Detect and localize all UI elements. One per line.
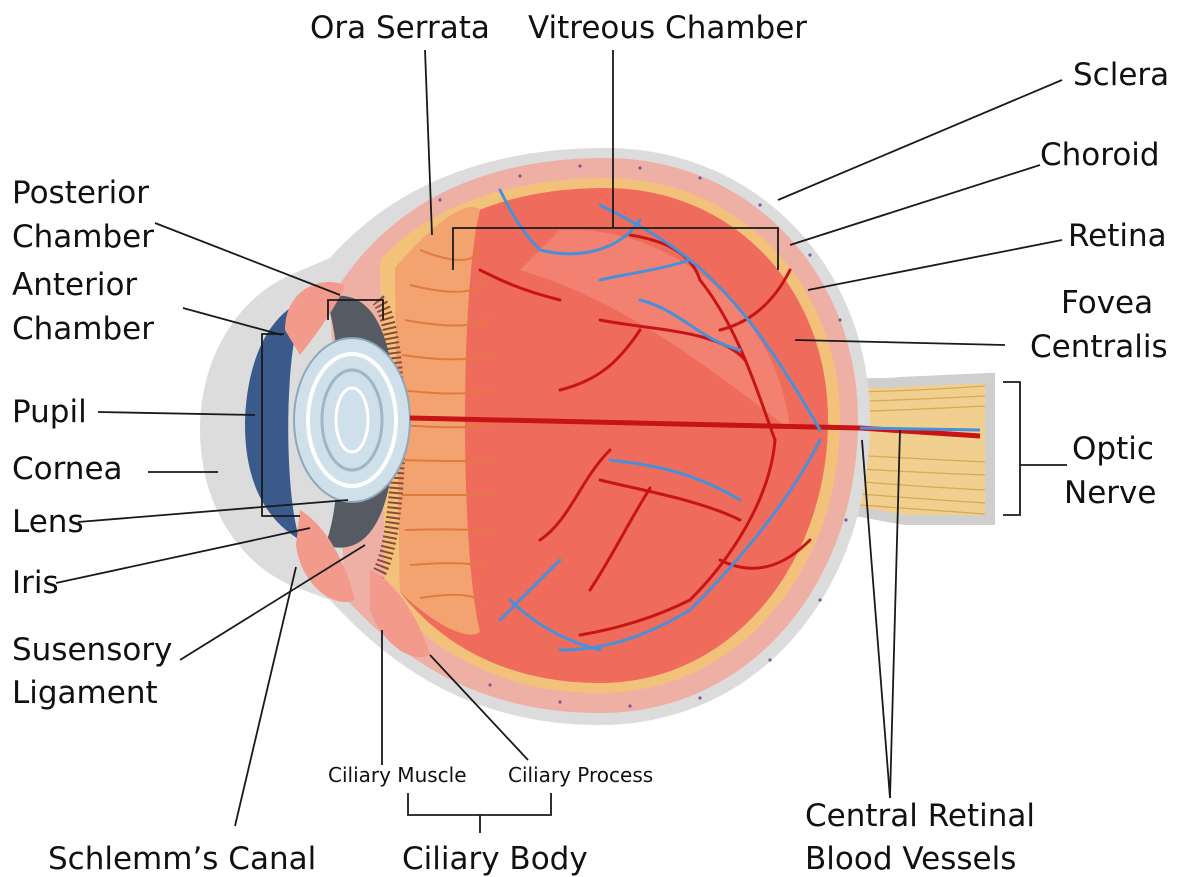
- label-ciliary-muscle: Ciliary Muscle: [328, 763, 467, 787]
- label-choroid: Choroid: [1040, 137, 1160, 173]
- label-ciliary-body: Ciliary Body: [402, 841, 588, 877]
- label-optic-nerve-1: Optic: [1072, 431, 1154, 467]
- label-central-retinal-1: Central Retinal: [805, 798, 1035, 834]
- label-lens: Lens: [12, 504, 84, 540]
- label-anterior-chamber-2: Chamber: [12, 311, 154, 347]
- label-schlemms-canal: Schlemm’s Canal: [48, 841, 316, 877]
- label-posterior-chamber-1: Posterior: [12, 175, 149, 211]
- label-sclera: Sclera: [1073, 57, 1169, 93]
- label-retina: Retina: [1068, 218, 1167, 254]
- label-ora-serrata: Ora Serrata: [310, 10, 490, 46]
- label-fovea-centralis-2: Centralis: [1030, 329, 1168, 365]
- label-ciliary-process: Ciliary Process: [508, 763, 653, 787]
- label-optic-nerve-2: Nerve: [1064, 475, 1156, 511]
- label-posterior-chamber-2: Chamber: [12, 219, 154, 255]
- label-vitreous-chamber: Vitreous Chamber: [528, 10, 807, 46]
- label-suspensory-ligament-2: Ligament: [12, 675, 158, 711]
- label-pupil: Pupil: [12, 394, 87, 430]
- label-central-retinal-2: Blood Vessels: [805, 841, 1016, 877]
- label-iris: Iris: [12, 565, 59, 601]
- label-cornea: Cornea: [12, 451, 123, 487]
- eye-illustration: [200, 148, 990, 725]
- lens: [294, 338, 410, 502]
- label-anterior-chamber-1: Anterior: [12, 267, 137, 303]
- label-fovea-centralis-1: Fovea: [1061, 285, 1153, 321]
- label-suspensory-ligament-1: Susensory: [12, 632, 172, 668]
